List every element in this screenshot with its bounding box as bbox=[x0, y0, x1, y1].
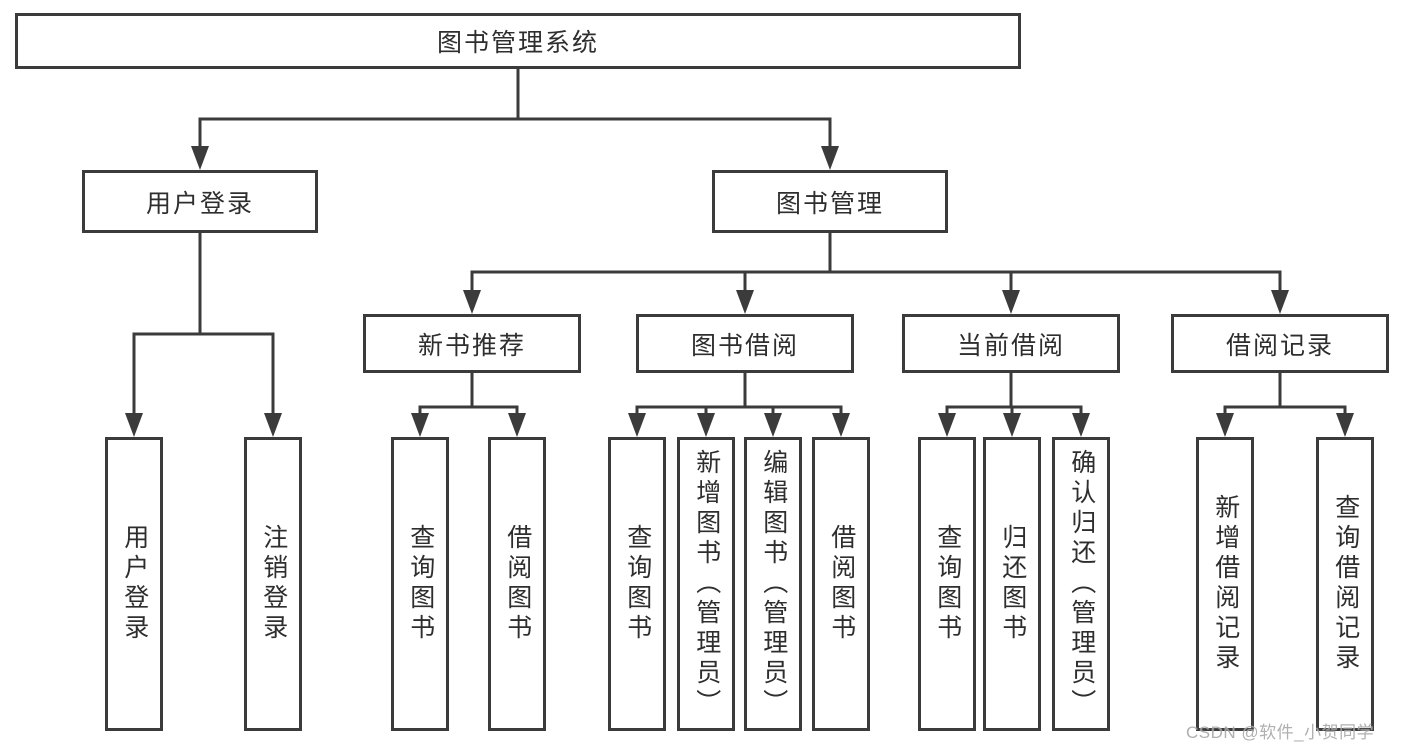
leaf-query-borrowing-record: 查询借阅记录 bbox=[1316, 437, 1374, 731]
csdn-watermark: CSDN @软件_小贺同学 bbox=[1186, 723, 1375, 742]
node-label: 借阅图书 bbox=[827, 524, 856, 644]
leaf-borrow-books-borrowing: 借阅图书 bbox=[812, 437, 870, 731]
node-label: 查询图书 bbox=[406, 524, 435, 644]
node-label: 图书借阅 bbox=[690, 331, 799, 360]
leaf-borrow-books-recommend: 借阅图书 bbox=[488, 437, 546, 731]
leaf-confirm-return-admin: 确认归还（管理员） bbox=[1052, 437, 1110, 731]
node-label: 当前借阅 bbox=[956, 331, 1065, 360]
node-label: 新书推荐 bbox=[417, 331, 526, 360]
leaf-logout: 注销登录 bbox=[244, 437, 302, 731]
node-label: 借阅图书 bbox=[503, 524, 532, 644]
node-label: 查询借阅记录 bbox=[1331, 494, 1360, 674]
node-label: 查询图书 bbox=[623, 524, 652, 644]
node-label: 图书管理系统 bbox=[436, 29, 599, 57]
leaf-return-books: 归还图书 bbox=[983, 437, 1041, 731]
node-label: 编辑图书（管理员） bbox=[759, 449, 788, 719]
leaf-add-books-admin: 新增图书（管理员） bbox=[677, 437, 735, 731]
node-book-management: 图书管理 bbox=[712, 170, 948, 233]
node-label: 归还图书 bbox=[998, 524, 1027, 644]
node-book-borrowing: 图书借阅 bbox=[636, 314, 854, 373]
node-label: 图书管理 bbox=[775, 189, 884, 218]
leaf-query-books-borrowing: 查询图书 bbox=[608, 437, 666, 731]
node-new-book-recommendation: 新书推荐 bbox=[363, 314, 581, 373]
node-label: 用户登录 bbox=[145, 189, 254, 218]
node-label: 确认归还（管理员） bbox=[1067, 449, 1096, 719]
leaf-edit-books-admin: 编辑图书（管理员） bbox=[744, 437, 802, 731]
leaf-user-login: 用户登录 bbox=[105, 437, 163, 731]
node-book-management-system: 图书管理系统 bbox=[15, 13, 1021, 69]
node-current-borrowing: 当前借阅 bbox=[902, 314, 1120, 373]
node-user-login: 用户登录 bbox=[82, 170, 318, 233]
leaf-add-borrowing-record: 新增借阅记录 bbox=[1196, 437, 1254, 731]
node-label: 新增借阅记录 bbox=[1211, 494, 1240, 674]
node-label: 注销登录 bbox=[259, 524, 288, 644]
node-label: 借阅记录 bbox=[1225, 331, 1334, 360]
node-borrowing-records: 借阅记录 bbox=[1171, 314, 1389, 373]
node-label: 用户登录 bbox=[120, 524, 149, 644]
leaf-query-books-recommend: 查询图书 bbox=[391, 437, 449, 731]
leaf-query-books-current: 查询图书 bbox=[918, 437, 976, 731]
node-label: 查询图书 bbox=[933, 524, 962, 644]
node-label: 新增图书（管理员） bbox=[692, 449, 721, 719]
